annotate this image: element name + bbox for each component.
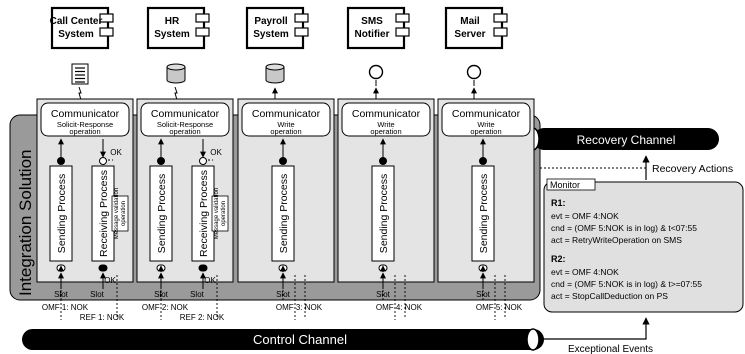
- validation-line-2: operation: [121, 201, 127, 226]
- monitor-title: Monitor: [550, 180, 580, 190]
- communicator-subtitle-2: operation: [169, 127, 200, 136]
- system-4: SMS Notifier: [346, 6, 410, 50]
- validation-line-1: Message validation: [114, 188, 120, 239]
- omf-label: OMF 1: NOK: [42, 303, 89, 312]
- system-name-line2: System: [154, 29, 190, 40]
- sending-process-label: Sending Process: [56, 174, 68, 253]
- recovery-channel: Recovery Channel: [526, 127, 719, 151]
- slot-label: Slot: [190, 290, 205, 299]
- message-validation-operation: [211, 195, 229, 232]
- communicator-subtitle-2: operation: [470, 127, 501, 136]
- rule-1-cnd: cnd = (OMF 5:NOK is in log) & t<07:55: [551, 223, 697, 233]
- validation-line-1: Message validation: [214, 188, 220, 239]
- rule-2-evt: evt = OMF 4:NOK: [551, 267, 619, 277]
- communicator-title: Communicator: [51, 108, 120, 120]
- system-name-line2: Notifier: [355, 29, 390, 40]
- lollipop-icon: [368, 64, 384, 86]
- ok-top-label: OK: [110, 148, 122, 157]
- slot-label: Slot: [376, 290, 391, 299]
- system-name-line1: Call Center: [50, 16, 103, 27]
- system-name-line1: SMS: [361, 16, 383, 27]
- communicator-1: [40, 102, 130, 137]
- communicator-subtitle-1: Solicit-Response: [57, 120, 113, 129]
- rule-2-act: act = StopCallDeduction on PS: [551, 291, 668, 301]
- slot-label: Slot: [54, 290, 69, 299]
- ref-label: REF 1: NOK: [80, 313, 125, 322]
- exceptional-events-label: Exceptional Events: [568, 344, 653, 354]
- monitor-box: Monitor R1: evt = OMF 4:NOK cnd = (OMF 5…: [543, 178, 744, 313]
- rule-2-cnd: cnd = (OMF 5:NOK is in log) & t>=07:55: [551, 279, 702, 289]
- system-name-line2: System: [253, 29, 289, 40]
- rule-1-evt: evt = OMF 4:NOK: [551, 211, 619, 221]
- control-channel: Control Channel: [22, 328, 544, 351]
- control-channel-label: Control Channel: [253, 332, 347, 347]
- omf-label: OMF 2: NOK: [142, 303, 189, 312]
- communicator-subtitle-2: operation: [370, 127, 401, 136]
- communicator-4: [341, 102, 431, 137]
- sending-process: [149, 165, 173, 262]
- communicator-subtitle-1: Solicit-Response: [157, 120, 213, 129]
- sending-process: [271, 165, 295, 262]
- communicator-title: Communicator: [452, 108, 521, 120]
- communicator-2: [140, 102, 230, 137]
- ok-bottom-label: OK: [204, 276, 216, 285]
- ok-top-label: OK: [210, 148, 222, 157]
- omf-label: OMF 3: NOK: [276, 303, 323, 312]
- communicator-subtitle-1: Write: [377, 120, 394, 129]
- ref-label: REF 2: NOK: [180, 313, 225, 322]
- recovery-actions-label: Recovery Actions: [652, 163, 733, 175]
- slot-label: Slot: [90, 290, 105, 299]
- sending-process-label: Sending Process: [478, 174, 490, 253]
- system-name-line2: System: [58, 29, 94, 40]
- omf-label: OMF 4: NOK: [376, 303, 423, 312]
- system-name-line1: HR: [165, 16, 180, 27]
- receiving-process-label: Receiving Process: [98, 170, 110, 257]
- communicator-title: Communicator: [352, 108, 421, 120]
- communicator-subtitle-1: Write: [277, 120, 294, 129]
- system-name-line1: Mail: [460, 16, 480, 27]
- message-validation-operation: [111, 195, 129, 232]
- rule-1-act: act = RetryWriteOperation on SMS: [551, 235, 682, 245]
- communicator-subtitle-2: operation: [270, 127, 301, 136]
- receiving-process-label: Receiving Process: [198, 170, 210, 257]
- communicator-title: Communicator: [151, 108, 220, 120]
- database-icon: [265, 63, 285, 84]
- system-name-line2: Server: [454, 29, 485, 40]
- sending-process: [471, 165, 495, 262]
- rule-1-name: R1:: [551, 198, 566, 208]
- sending-process: [371, 165, 395, 262]
- database-icon: [166, 63, 186, 84]
- lollipop-icon: [466, 64, 482, 86]
- communicator-5: [441, 102, 531, 137]
- communicator-title: Communicator: [252, 108, 321, 120]
- slot-label: Slot: [276, 290, 291, 299]
- ok-bottom-label: OK: [104, 276, 116, 285]
- system-name-line1: Payroll: [254, 16, 288, 27]
- validation-line-2: operation: [221, 201, 227, 226]
- document-icon: [71, 63, 89, 85]
- communicator-subtitle-2: operation: [69, 127, 100, 136]
- omf-label: OMF 5: NOK: [476, 303, 523, 312]
- communicator-3: [241, 102, 331, 137]
- slot-label: Slot: [476, 290, 491, 299]
- sending-process-label: Sending Process: [156, 174, 168, 253]
- rule-2-name: R2:: [551, 254, 566, 264]
- system-2: HR System: [146, 6, 210, 50]
- communicator-subtitle-1: Write: [477, 120, 494, 129]
- slot-label: Slot: [154, 290, 169, 299]
- sending-process: [49, 165, 73, 262]
- recovery-channel-label: Recovery Channel: [577, 133, 676, 147]
- sending-process-label: Sending Process: [278, 174, 290, 253]
- sending-process-label: Sending Process: [378, 174, 390, 253]
- integration-solution-label: Integration Solution: [16, 150, 35, 297]
